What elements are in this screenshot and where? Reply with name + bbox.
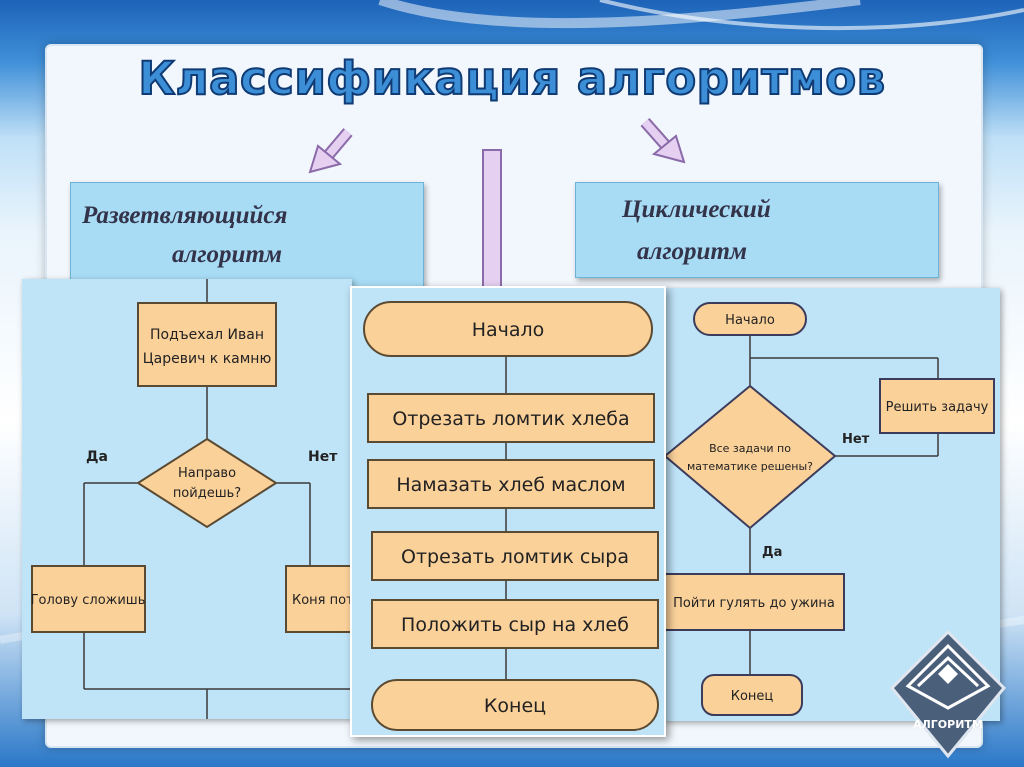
linear-flowchart: Начало Отрезать ломтик хлеба Намазать хл… — [363, 301, 659, 731]
cyclic-start-box — [693, 302, 807, 336]
cyclic-question-line1: Все задачи по — [709, 442, 791, 455]
cyclic-flowchart: Начало Все задачи по математике решены? … — [663, 302, 995, 716]
linear-step-4-label: Положить сыр на хлеб — [401, 614, 629, 636]
branching-question-line2: пойдешь? — [173, 486, 241, 501]
linear-flowchart-panel: Начало Отрезать ломтик хлеба Намазать хл… — [350, 286, 666, 737]
cyclic-action-label: Решить задачу — [886, 400, 989, 415]
cyclic-type-line2: алгоритм — [637, 238, 748, 265]
cyclic-end-label: Конец — [731, 689, 774, 704]
linear-step-1-label: Отрезать ломтик хлеба — [392, 408, 629, 430]
right-arrow-icon — [640, 118, 686, 164]
logo-text: АЛГОРИТМ — [913, 718, 983, 731]
cyclic-decision-diamond — [663, 384, 837, 530]
branching-yes-box-label: Голову сложишь — [31, 593, 146, 608]
branching-start-box — [137, 302, 277, 387]
cyclic-yes-label: Да — [762, 545, 782, 560]
branching-flowchart: Подъехал Иван Царевич к камню Направо по… — [31, 279, 352, 719]
cyclic-end-box — [701, 674, 803, 716]
branching-no-box-label: Коня поте — [292, 593, 352, 608]
left-arrow-icon — [308, 128, 353, 174]
branching-question-line1: Направо — [178, 466, 236, 481]
linear-step-3-label: Отрезать ломтик сыра — [401, 546, 629, 568]
linear-start-label: Начало — [472, 319, 545, 341]
branching-type-box — [70, 182, 424, 292]
branching-no-label: Нет — [308, 449, 338, 465]
branching-start-line1: Подъехал Иван — [150, 327, 264, 343]
cyclic-action-box — [879, 378, 995, 434]
linear-step-4-box — [371, 599, 659, 649]
cyclic-question-line2: математике решены? — [687, 460, 813, 473]
cyclic-start-label: Начало — [725, 313, 775, 328]
linear-step-1-box — [367, 393, 655, 443]
linear-end-label: Конец — [484, 695, 546, 717]
slide-title: Классификация алгоритмов — [137, 51, 886, 106]
branching-yes-label: Да — [86, 449, 108, 465]
cyclic-no-label: Нет — [842, 432, 870, 447]
linear-step-3-box — [371, 531, 659, 581]
linear-start-box — [363, 301, 653, 357]
linear-step-2-box — [367, 459, 655, 509]
branching-yes-box — [31, 565, 146, 633]
linear-step-2-label: Намазать хлеб маслом — [396, 474, 625, 496]
cyclic-after-label: Пойти гулять до ужина — [673, 596, 835, 611]
branching-decision-diamond — [136, 437, 278, 529]
branching-type-line1: Разветвляющийся — [82, 202, 288, 229]
cyclic-type-box — [575, 182, 939, 278]
cyclic-type-line1: Циклический — [622, 196, 771, 223]
branching-flowchart-panel: Подъехал Иван Царевич к камню Направо по… — [22, 279, 352, 719]
branching-no-box — [285, 565, 352, 633]
center-divider-bar — [482, 149, 502, 291]
linear-end-box — [371, 679, 659, 731]
branching-type-line2: алгоритм — [172, 241, 283, 268]
branching-start-line2: Царевич к камню — [143, 351, 272, 367]
cyclic-after-box — [663, 573, 845, 631]
algorithm-logo: АЛГОРИТМ — [889, 629, 1007, 759]
